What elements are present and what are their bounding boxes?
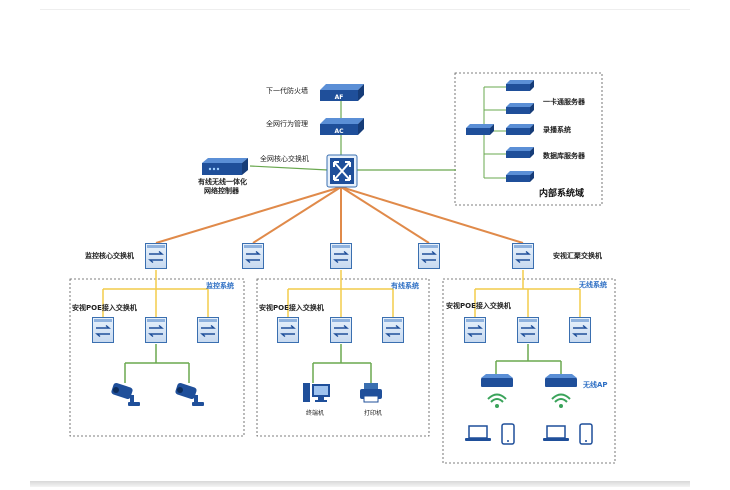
monitor-core-switch [145, 243, 167, 269]
poe-label-wireless: 安视POE接入交换机 [446, 302, 511, 310]
poe-switch-m1 [92, 317, 114, 343]
wlan-controller-label-1: 有线无线一体化 [198, 178, 247, 186]
poe-label-monitor: 安视POE接入交换机 [72, 304, 137, 312]
monitor-system-title: 监控系统 [206, 282, 234, 290]
poe-switch-w3 [382, 317, 404, 343]
poe-label-wired: 安视POE接入交换机 [259, 304, 324, 312]
phone-icon [501, 423, 515, 445]
poe-switch-m3 [197, 317, 219, 343]
top-divider [40, 9, 690, 10]
db-server-label: 数据库服务器 [543, 152, 585, 160]
poe-switch-l2 [517, 317, 539, 343]
internal-server-5 [506, 171, 534, 182]
laptop-icon [465, 425, 491, 441]
core-switch-device [326, 154, 358, 188]
desktop-computer-icon [303, 383, 330, 402]
firewall-badge: AF [335, 94, 344, 101]
broadcast-label: 录播系统 [543, 126, 571, 134]
agg-switch-2 [242, 243, 264, 269]
wired-system-title: 有线系统 [391, 282, 419, 290]
security-agg-label: 安视汇聚交换机 [553, 252, 602, 260]
agg-switch-3 [330, 243, 352, 269]
printer-icon [360, 383, 382, 403]
wlan-controller-label-2: 网络控制器 [204, 187, 239, 195]
bottom-divider [30, 481, 690, 487]
internal-domain-box [454, 72, 603, 206]
wlan-controller-device [202, 158, 248, 175]
core-switch-label: 全网核心交换机 [260, 155, 309, 163]
camera-icon [111, 382, 140, 406]
phone-icon [579, 423, 593, 445]
behavior-badge: AC [334, 128, 344, 135]
security-agg-switch [512, 243, 534, 269]
internal-domain-title: 内部系统域 [539, 189, 585, 199]
wireless-ap-icon [545, 374, 577, 408]
wireless-system-title: 无线系统 [579, 281, 607, 289]
internal-server-1 [506, 80, 534, 91]
card-server-label: 一卡通服务器 [543, 98, 585, 106]
broadcast-device-b [506, 124, 534, 135]
db-server-device [506, 147, 534, 158]
behavior-label: 全网行为管理 [266, 120, 308, 128]
internal-server-2 [506, 103, 534, 114]
poe-switch-l1 [464, 317, 486, 343]
printer-label: 打印机 [364, 410, 383, 417]
wired-domain-box [256, 278, 430, 437]
firewall-label: 下一代防火墙 [266, 87, 308, 95]
poe-switch-l3 [569, 317, 591, 343]
firewall-device: AF [320, 84, 364, 101]
poe-switch-w1 [277, 317, 299, 343]
camera-icon [175, 382, 204, 406]
monitor-core-label: 监控核心交换机 [85, 252, 134, 260]
behavior-management-device: AC [320, 118, 364, 135]
monitor-domain-box [69, 278, 245, 437]
terminal-label: 终端机 [306, 410, 325, 417]
wireless-ap-label: 无线AP [583, 381, 608, 389]
laptop-icon [543, 425, 569, 441]
agg-switch-4 [418, 243, 440, 269]
poe-switch-m2 [145, 317, 167, 343]
wireless-ap-icon [481, 374, 513, 408]
poe-switch-w2 [330, 317, 352, 343]
broadcast-device-a [466, 124, 494, 135]
wireless-domain-box [442, 278, 616, 464]
